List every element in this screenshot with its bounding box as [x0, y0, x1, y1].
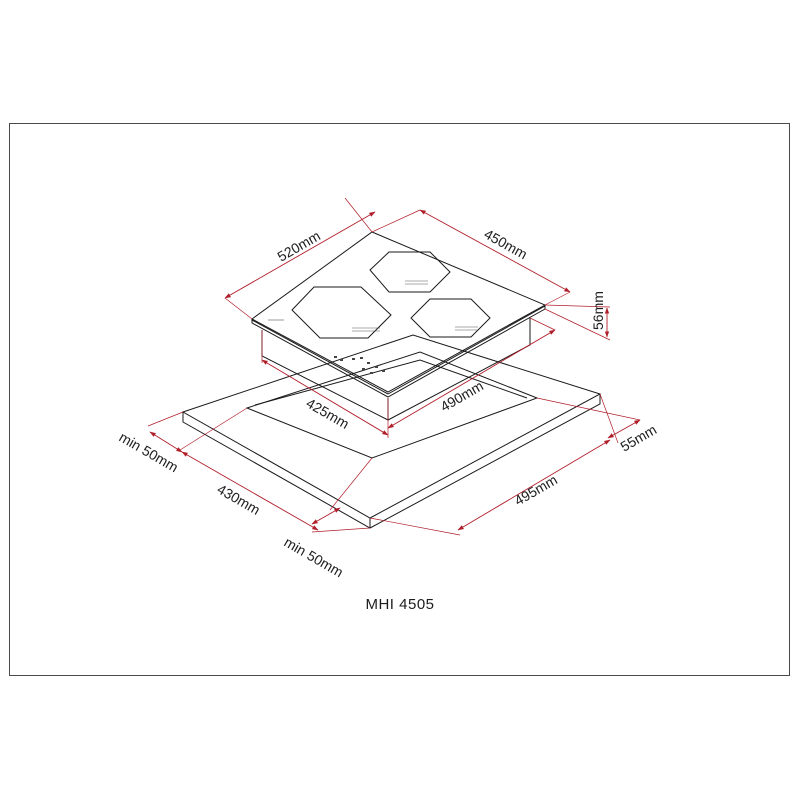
dim-520: [224, 211, 376, 299]
label-min50-side: min 50mm: [117, 429, 182, 476]
dim-min50-front: [311, 507, 341, 525]
label-490: 490mm: [438, 377, 486, 414]
cooking-zone-top: [369, 251, 451, 293]
label-min50-front: min 50mm: [282, 534, 347, 581]
drawing-frame: [9, 123, 790, 676]
cooking-zones: [268, 251, 491, 339]
dim-490: [387, 329, 556, 429]
dim-55: [607, 419, 641, 439]
dim-450: [419, 209, 571, 293]
worktop-cutout: [245, 351, 539, 459]
cooking-zone-right: [410, 298, 491, 338]
label-56: 56mm: [590, 291, 606, 330]
label-55: 55mm: [618, 421, 660, 454]
label-430: 430mm: [215, 481, 263, 518]
label-425: 425mm: [304, 395, 352, 432]
model-label: MHI 4505: [365, 596, 435, 613]
dim-430: [181, 451, 319, 531]
dim-495: [457, 439, 611, 531]
dimension-lines: [149, 209, 641, 531]
label-495: 495mm: [512, 471, 560, 508]
zone-markings: [268, 280, 478, 332]
cooking-zone-large: [291, 286, 392, 339]
dim-425: [261, 359, 389, 436]
dim-min50-side: [149, 431, 183, 453]
